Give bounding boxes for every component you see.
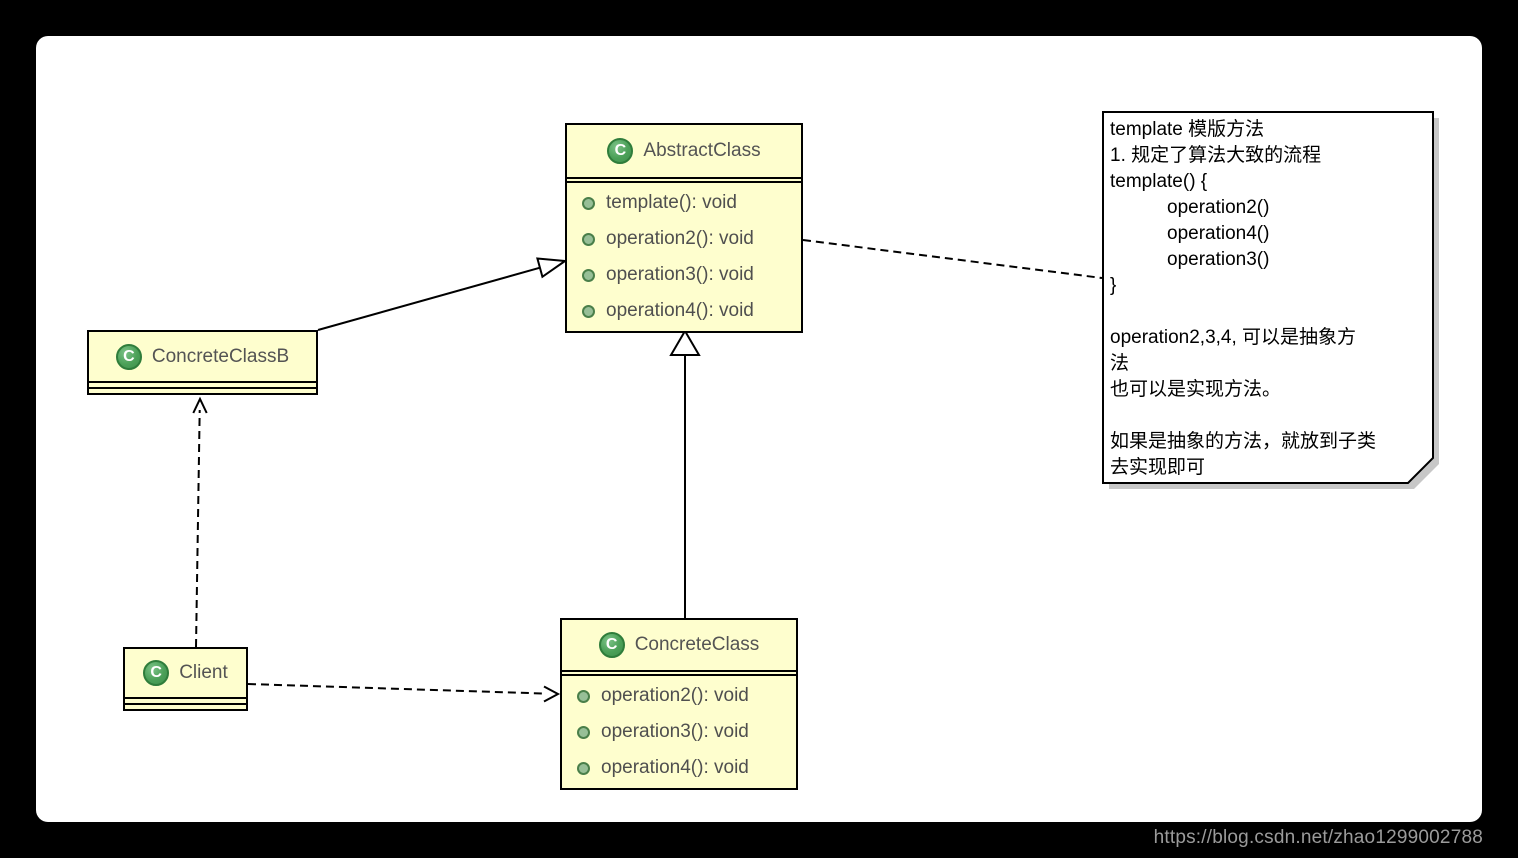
note-line: 去实现即可 (1110, 457, 1206, 478)
dependency-arrow-client-to-concreteclassb (192, 396, 208, 648)
class-title: ConcreteClassB (151, 345, 290, 367)
empty-methods-compartment (89, 387, 316, 393)
method-label: operation2(): void (601, 685, 749, 706)
class-c-icon: C (598, 632, 625, 658)
note-line (1110, 403, 1432, 429)
method-visibility-icon (577, 761, 590, 775)
note-line: 1. 规定了算法大致的流程 (1110, 145, 1322, 166)
note-line: operation4() (1167, 223, 1270, 244)
class-box-client: C Client (123, 647, 248, 711)
method-visibility-icon (577, 689, 590, 703)
note-line: template 模版方法 (1110, 119, 1265, 140)
class-box-concreteclassb: C ConcreteClassB (87, 330, 318, 395)
method-row: operation3(): void (562, 714, 796, 750)
method-row: operation4(): void (567, 293, 801, 329)
method-visibility-icon (582, 196, 595, 210)
note-line: } (1110, 275, 1117, 296)
methods-compartment: template(): void operation2(): void oper… (567, 183, 801, 331)
method-label: template(): void (606, 192, 737, 213)
generalization-arrow-concreteclassb-to-abstractclass (317, 257, 568, 331)
empty-fields-compartment (125, 697, 246, 703)
relationship-arrows (192, 239, 1103, 703)
class-title: ConcreteClass (634, 634, 760, 655)
method-row: operation2(): void (562, 678, 796, 714)
method-visibility-icon (582, 268, 595, 282)
method-visibility-icon (582, 304, 595, 318)
class-c-icon: C (607, 138, 634, 164)
note-line: operation2() (1167, 197, 1270, 218)
note-line: 法 (1110, 353, 1130, 374)
empty-fields-compartment (562, 672, 796, 676)
methods-compartment: operation2(): void operation3(): void op… (562, 676, 796, 788)
method-label: operation3(): void (601, 721, 749, 742)
empty-fields-compartment (567, 179, 801, 183)
dependency-arrow-client-to-concreteclass (247, 683, 561, 703)
class-box-abstractclass: C AbstractClass template(): void operati… (565, 123, 803, 333)
method-visibility-icon (582, 232, 595, 246)
empty-methods-compartment (125, 703, 246, 709)
note-line: 也可以是实现方法。 (1110, 379, 1282, 400)
method-label: operation2(): void (606, 228, 754, 249)
note-link-abstractclass-to-note (802, 239, 1103, 279)
class-c-icon: C (115, 343, 142, 370)
note-line: template() { (1110, 171, 1208, 192)
diagram-canvas: C AbstractClass template(): void operati… (36, 36, 1482, 822)
method-row: operation4(): void (562, 750, 796, 786)
class-title: AbstractClass (643, 140, 761, 161)
uml-note-box: template 模版方法 1. 规定了算法大致的流程 template() {… (1102, 111, 1442, 491)
class-header: C ConcreteClassB (89, 332, 316, 381)
empty-fields-compartment (89, 381, 316, 387)
method-visibility-icon (577, 725, 590, 739)
class-c-icon: C (143, 660, 170, 686)
class-header: C AbstractClass (567, 125, 801, 179)
watermark-url: https://blog.csdn.net/zhao1299002788 (1153, 827, 1483, 848)
method-row: operation2(): void (567, 221, 801, 257)
generalization-arrow-concreteclass-to-abstractclass (669, 329, 701, 618)
class-header: C ConcreteClass (562, 620, 796, 672)
method-row: template(): void (567, 185, 801, 221)
method-row: operation3(): void (567, 257, 801, 293)
class-header: C Client (125, 649, 246, 697)
note-line (1110, 299, 1432, 325)
note-line: 如果是抽象的方法，就放到子类 (1110, 431, 1377, 452)
note-line: operation2,3,4, 可以是抽象方 (1110, 327, 1357, 348)
class-title: Client (179, 662, 228, 683)
method-label: operation3(): void (606, 264, 754, 285)
note-shape-with-folded-corner (1102, 111, 1439, 489)
note-line: operation3() (1167, 249, 1270, 270)
method-label: operation4(): void (606, 300, 754, 321)
note-text: template 模版方法 1. 规定了算法大致的流程 template() {… (1110, 117, 1432, 481)
method-label: operation4(): void (601, 757, 749, 778)
class-box-concreteclass: C ConcreteClass operation2(): void opera… (560, 618, 798, 790)
